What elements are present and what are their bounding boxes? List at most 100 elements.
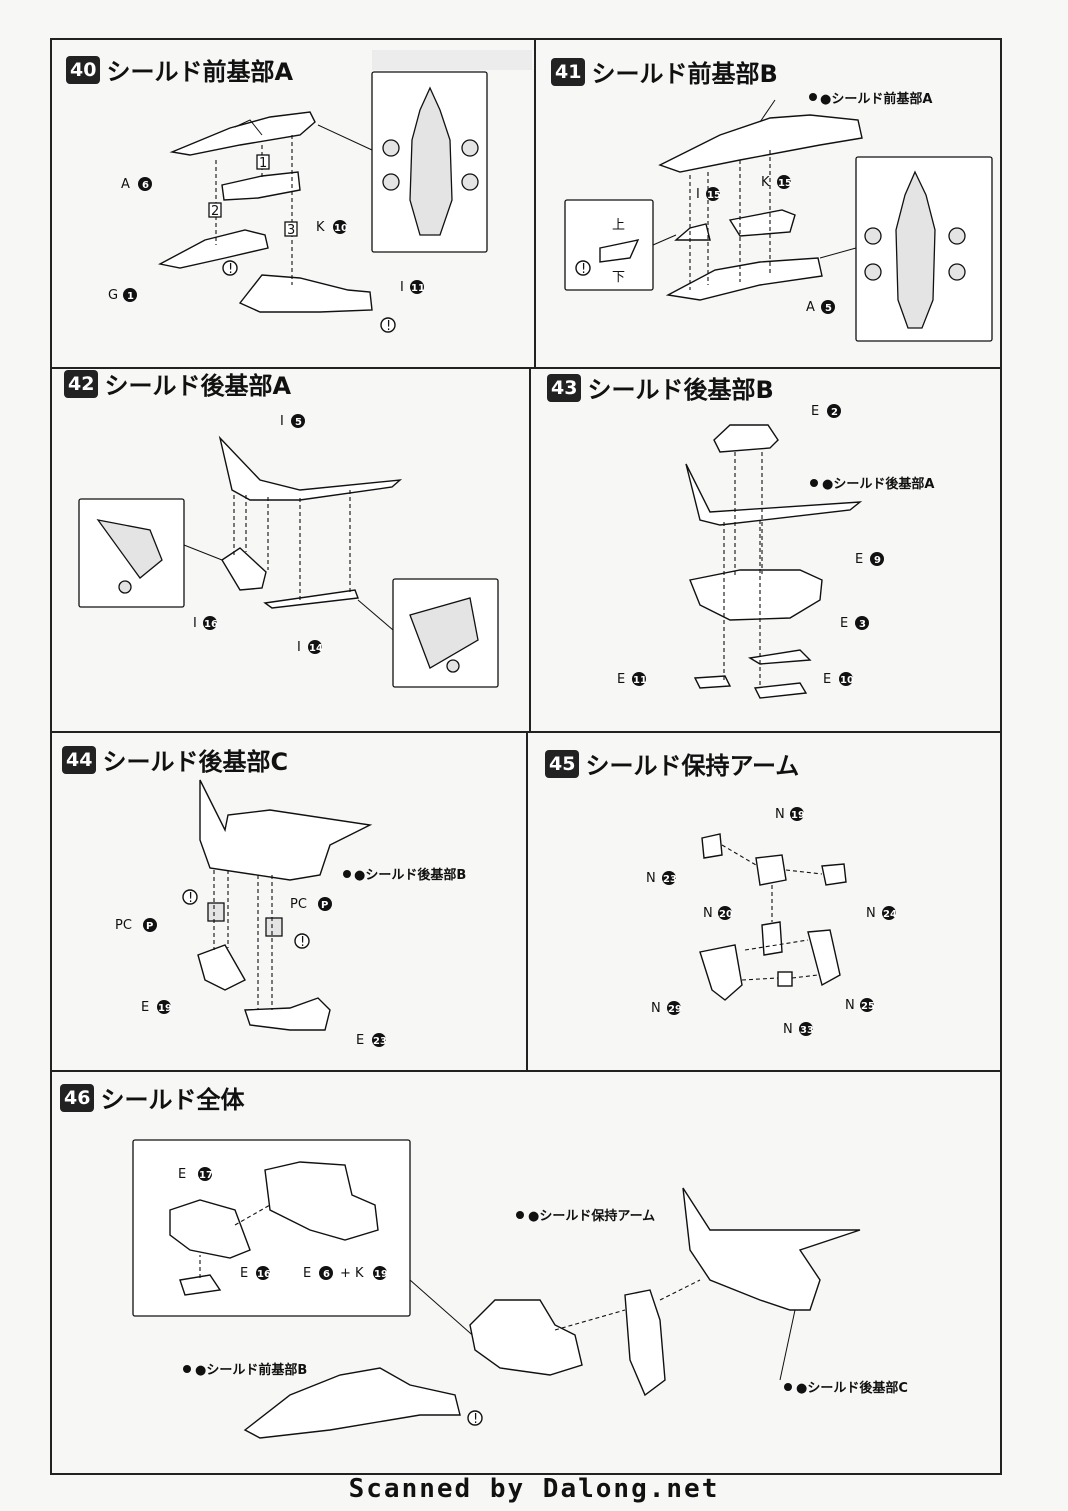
footer-credit: Scanned by Dalong.net [348,1474,720,1504]
part-number: 16 [204,619,218,630]
instruction-sheet [50,38,1002,1475]
label-E: E [617,672,625,687]
step-title-text: シールド前基部A [106,58,294,86]
part-number: 2 [831,407,838,418]
divider [526,731,528,1071]
part-number: 24 [883,909,897,920]
part-number: 1 [127,291,134,302]
ref-label: ●シールド前基部A [820,91,932,107]
part-number: 10 [334,223,348,234]
part-number: 25 [861,1001,875,1012]
label-I: I [193,616,197,631]
step-title-text: シールド保持アーム [585,752,800,780]
divider [529,367,531,732]
svg-text:!: ! [228,262,233,277]
step-title-text: シールド全体 [100,1086,245,1114]
label-E: E [811,404,819,419]
divider [534,38,536,368]
part-number: 17 [199,1170,213,1181]
part-number: 16 [257,1269,271,1280]
step-42-title: 42 シールド後基部A [64,366,291,401]
part-number: 19 [374,1269,388,1280]
label-N: N [646,871,656,886]
svg-text:!: ! [300,935,305,950]
label-K: K [316,220,325,235]
svg-text:3: 3 [287,223,295,238]
part-number: 10 [840,675,854,686]
part-number: 23 [663,874,677,885]
label-up: 上 [612,218,625,233]
part-number: 20 [719,909,733,920]
part-number: 19 [791,810,805,821]
label-E: E [855,552,863,567]
part-number: 5 [825,303,832,314]
label-I: I [297,640,301,655]
step-41-title: 41 シールド前基部B [551,54,778,89]
label-PC: PC [290,897,307,912]
ref-label: ●シールド前基部B [195,1362,307,1378]
svg-text:!: ! [581,262,586,277]
label-N: N [845,998,855,1013]
label-A: A [806,300,815,315]
label-PC: PC [115,918,132,933]
ref-label: ●シールド後基部A [822,476,934,492]
step-title-text: シールド後基部C [102,748,289,776]
part-number: 15 [707,190,721,201]
label-N: N [866,906,876,921]
step-number: 42 [64,369,99,398]
part-number: 19 [158,1003,172,1014]
label-E: E [840,616,848,631]
label-E: E [178,1167,186,1182]
step-number: 44 [62,745,97,774]
step-title-text: シールド前基部B [591,60,778,88]
svg-text:2: 2 [211,204,219,219]
step-number: 40 [66,55,101,84]
ref-label: ●シールド後基部C [796,1380,908,1396]
label-E: E [303,1266,311,1281]
label-E: E [141,1000,149,1015]
step-46-title: 46 シールド全体 [60,1080,244,1115]
label-E: E [240,1266,248,1281]
step-45-title: 45 シールド保持アーム [545,746,799,781]
label-E: E [356,1033,364,1048]
ref-label: ●シールド保持アーム [528,1208,655,1224]
part-number: 6 [323,1269,330,1280]
part-number: 14 [309,643,323,654]
part-number: 3 [859,619,866,630]
part-number: 33 [800,1025,814,1036]
part-number: P [321,900,328,911]
part-number: 15 [778,178,792,189]
label-I: I [696,187,700,202]
svg-text:!: ! [473,1412,478,1427]
label-I: I [280,414,284,429]
part-number: 11 [411,283,425,294]
step-number: 41 [551,57,586,86]
label-I: I [400,280,404,295]
step-number: 45 [545,749,580,778]
step-43-title: 43 シールド後基部B [547,370,774,405]
step-title-text: シールド後基部B [587,376,774,404]
part-number: 23 [373,1036,387,1047]
label-N: N [703,906,713,921]
svg-text:!: ! [188,891,193,906]
label-N: N [651,1001,661,1016]
step-40-title: 40 シールド前基部A [66,52,293,87]
label-N: N [775,807,785,822]
step-44-title: 44 シールド後基部C [62,742,288,777]
step-number: 46 [60,1083,95,1112]
svg-text:1: 1 [259,156,267,171]
label-plus-K: + K [340,1266,364,1281]
label-down: 下 [612,270,625,285]
ref-label: ●シールド後基部B [354,867,466,883]
step-title-text: シールド後基部A [104,372,292,400]
label-N: N [783,1022,793,1037]
part-number: 11 [633,675,647,686]
part-number: P [146,921,153,932]
label-G: G [108,288,118,303]
